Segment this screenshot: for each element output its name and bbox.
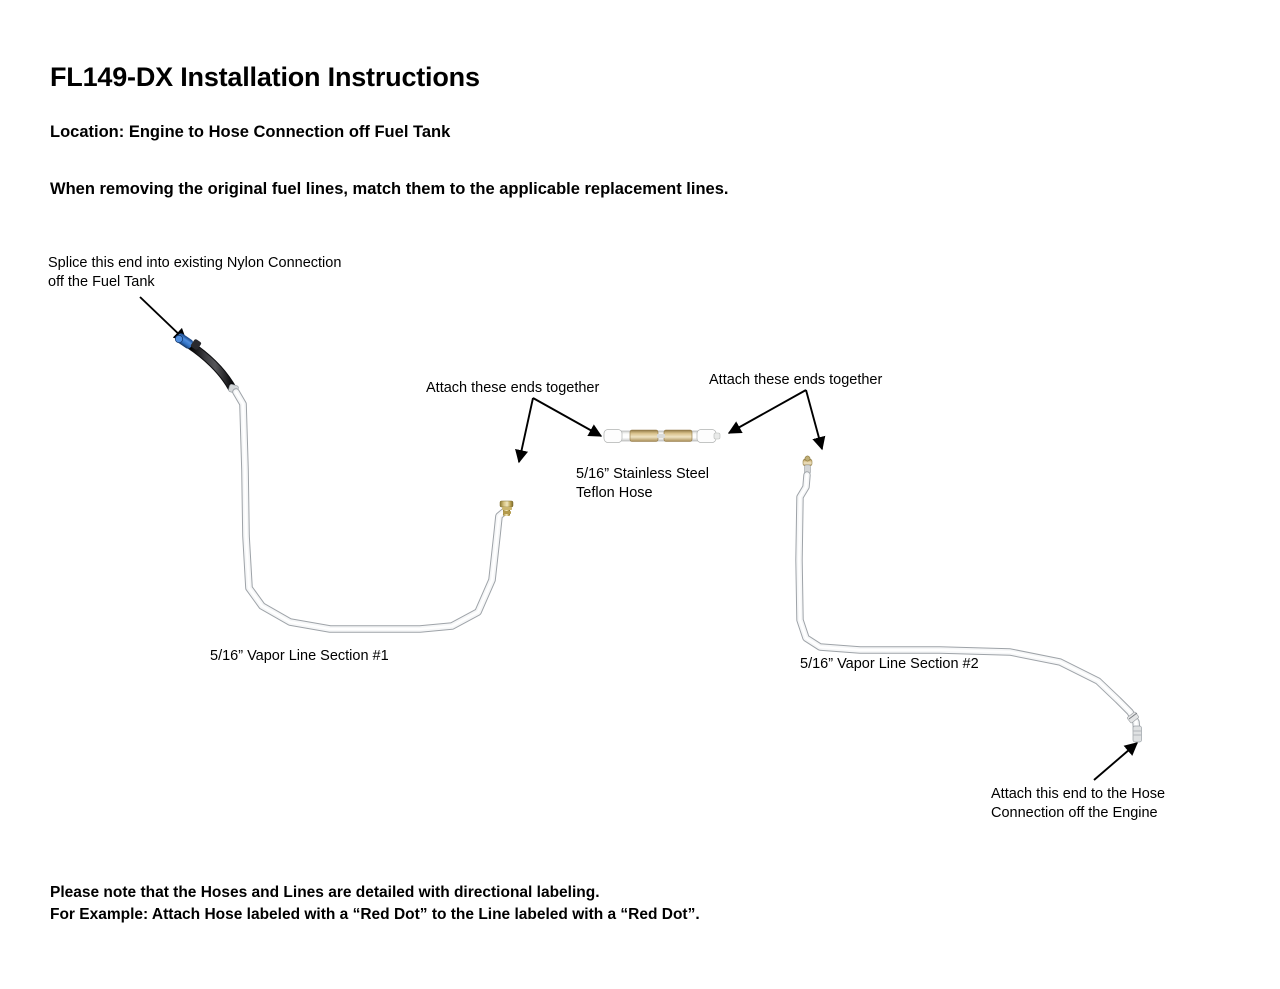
callout-teflon-line-1: 5/16” Stainless Steel (576, 466, 709, 482)
teflon-hose-body (603, 430, 717, 442)
brass-fitting-1-hex (499, 500, 514, 508)
callout-attach-ends-right: Attach these ends together (709, 372, 883, 388)
page-title: FL149-DX Installation Instructions (50, 62, 480, 92)
brass-fitting-line-1 (499, 500, 514, 516)
arrow-attach-right-to-hose-end (727, 389, 807, 434)
footer-note-line-1: Please note that the Hoses and Lines are… (50, 884, 600, 901)
callout-splice-line-1: Splice this end into existing Nylon Conn… (48, 255, 342, 271)
arrow-attach-right-to-line-fitting (805, 389, 826, 451)
callout-engine-connection: Attach this end to the Hose Connection o… (991, 785, 1165, 824)
callout-engine-line-1: Attach this end to the Hose (991, 786, 1166, 802)
directional-label-marking (1127, 711, 1139, 724)
directional-label-text-mark (1128, 712, 1138, 720)
rubber-hose-segment (186, 341, 236, 392)
fitting-2-top-shank (804, 464, 811, 475)
vapor-line-2-tube (796, 472, 1140, 739)
vapor-line-1-outline (232, 388, 509, 633)
callout-attach-ends-left: Attach these ends together (426, 380, 600, 396)
nylon-connector-collar (174, 334, 184, 344)
teflon-hose-right-end (696, 429, 717, 443)
teflon-hose-ferrule-2 (663, 429, 693, 442)
callout-teflon-line-2: Teflon Hose (576, 485, 653, 502)
vapor-line-section-2 (795, 455, 1142, 743)
brass-fitting-1-thread (502, 507, 512, 510)
directional-label-band (1127, 711, 1139, 724)
callout-engine-line-2: Connection off the Engine (991, 805, 1158, 822)
teflon-hose-assembly (603, 429, 721, 443)
location-subtitle: Location: Engine to Hose Connection off … (50, 123, 451, 141)
fitting-line-2-top (802, 455, 813, 475)
callout-splice-line-2: off the Fuel Tank (48, 274, 155, 291)
callout-vapor-line-section-1: 5/16” Vapor Line Section #1 (210, 648, 389, 664)
vapor-line-1-highlight (234, 390, 507, 631)
end-fitting-engine-connection (1132, 725, 1142, 743)
arrow-attach-left-to-line-fitting (515, 397, 534, 464)
callout-vapor-line-section-2: 5/16” Vapor Line Section #2 (800, 656, 979, 672)
vapor-line-2-outline (795, 471, 1141, 740)
arrow-attach-left-to-hose-end (532, 397, 603, 437)
teflon-hose-right-tip (713, 432, 721, 440)
arrow-engine-to-end-fitting (1093, 742, 1139, 781)
vapor-line-section-1 (174, 333, 514, 633)
directional-labeling-note: Please note that the Hoses and Lines are… (50, 882, 700, 926)
callout-teflon-hose: 5/16” Stainless Steel Teflon Hose (576, 465, 709, 504)
footer-note-line-2: For Example: Attach Hose labeled with a … (50, 906, 700, 923)
arrow-splice-to-connector (139, 296, 187, 342)
callout-splice-nylon: Splice this end into existing Nylon Conn… (48, 254, 341, 293)
fitting-2-top-hex (802, 458, 813, 467)
teflon-hose-ferrule-1 (629, 429, 659, 442)
hose-to-line-collar (228, 384, 239, 394)
end-fitting-body (1132, 725, 1142, 743)
brass-fitting-1-shank (503, 503, 510, 516)
rubber-hose-segment-shadow (185, 340, 237, 393)
nylon-connector-neck (190, 339, 202, 350)
nylon-quick-connect-fitting (174, 333, 202, 350)
annotation-arrows (139, 296, 1139, 781)
brass-fitting-1-thread-2 (503, 511, 511, 514)
teflon-hose-left-end (603, 429, 623, 443)
fitting-2-top-cap (804, 455, 811, 462)
teflon-hose-mid-coupler (657, 434, 665, 438)
matching-instruction: When removing the original fuel lines, m… (50, 180, 729, 198)
vapor-line-2-highlight (798, 474, 1138, 737)
nylon-connector-body (175, 333, 194, 349)
vapor-line-1-tube (233, 389, 508, 632)
